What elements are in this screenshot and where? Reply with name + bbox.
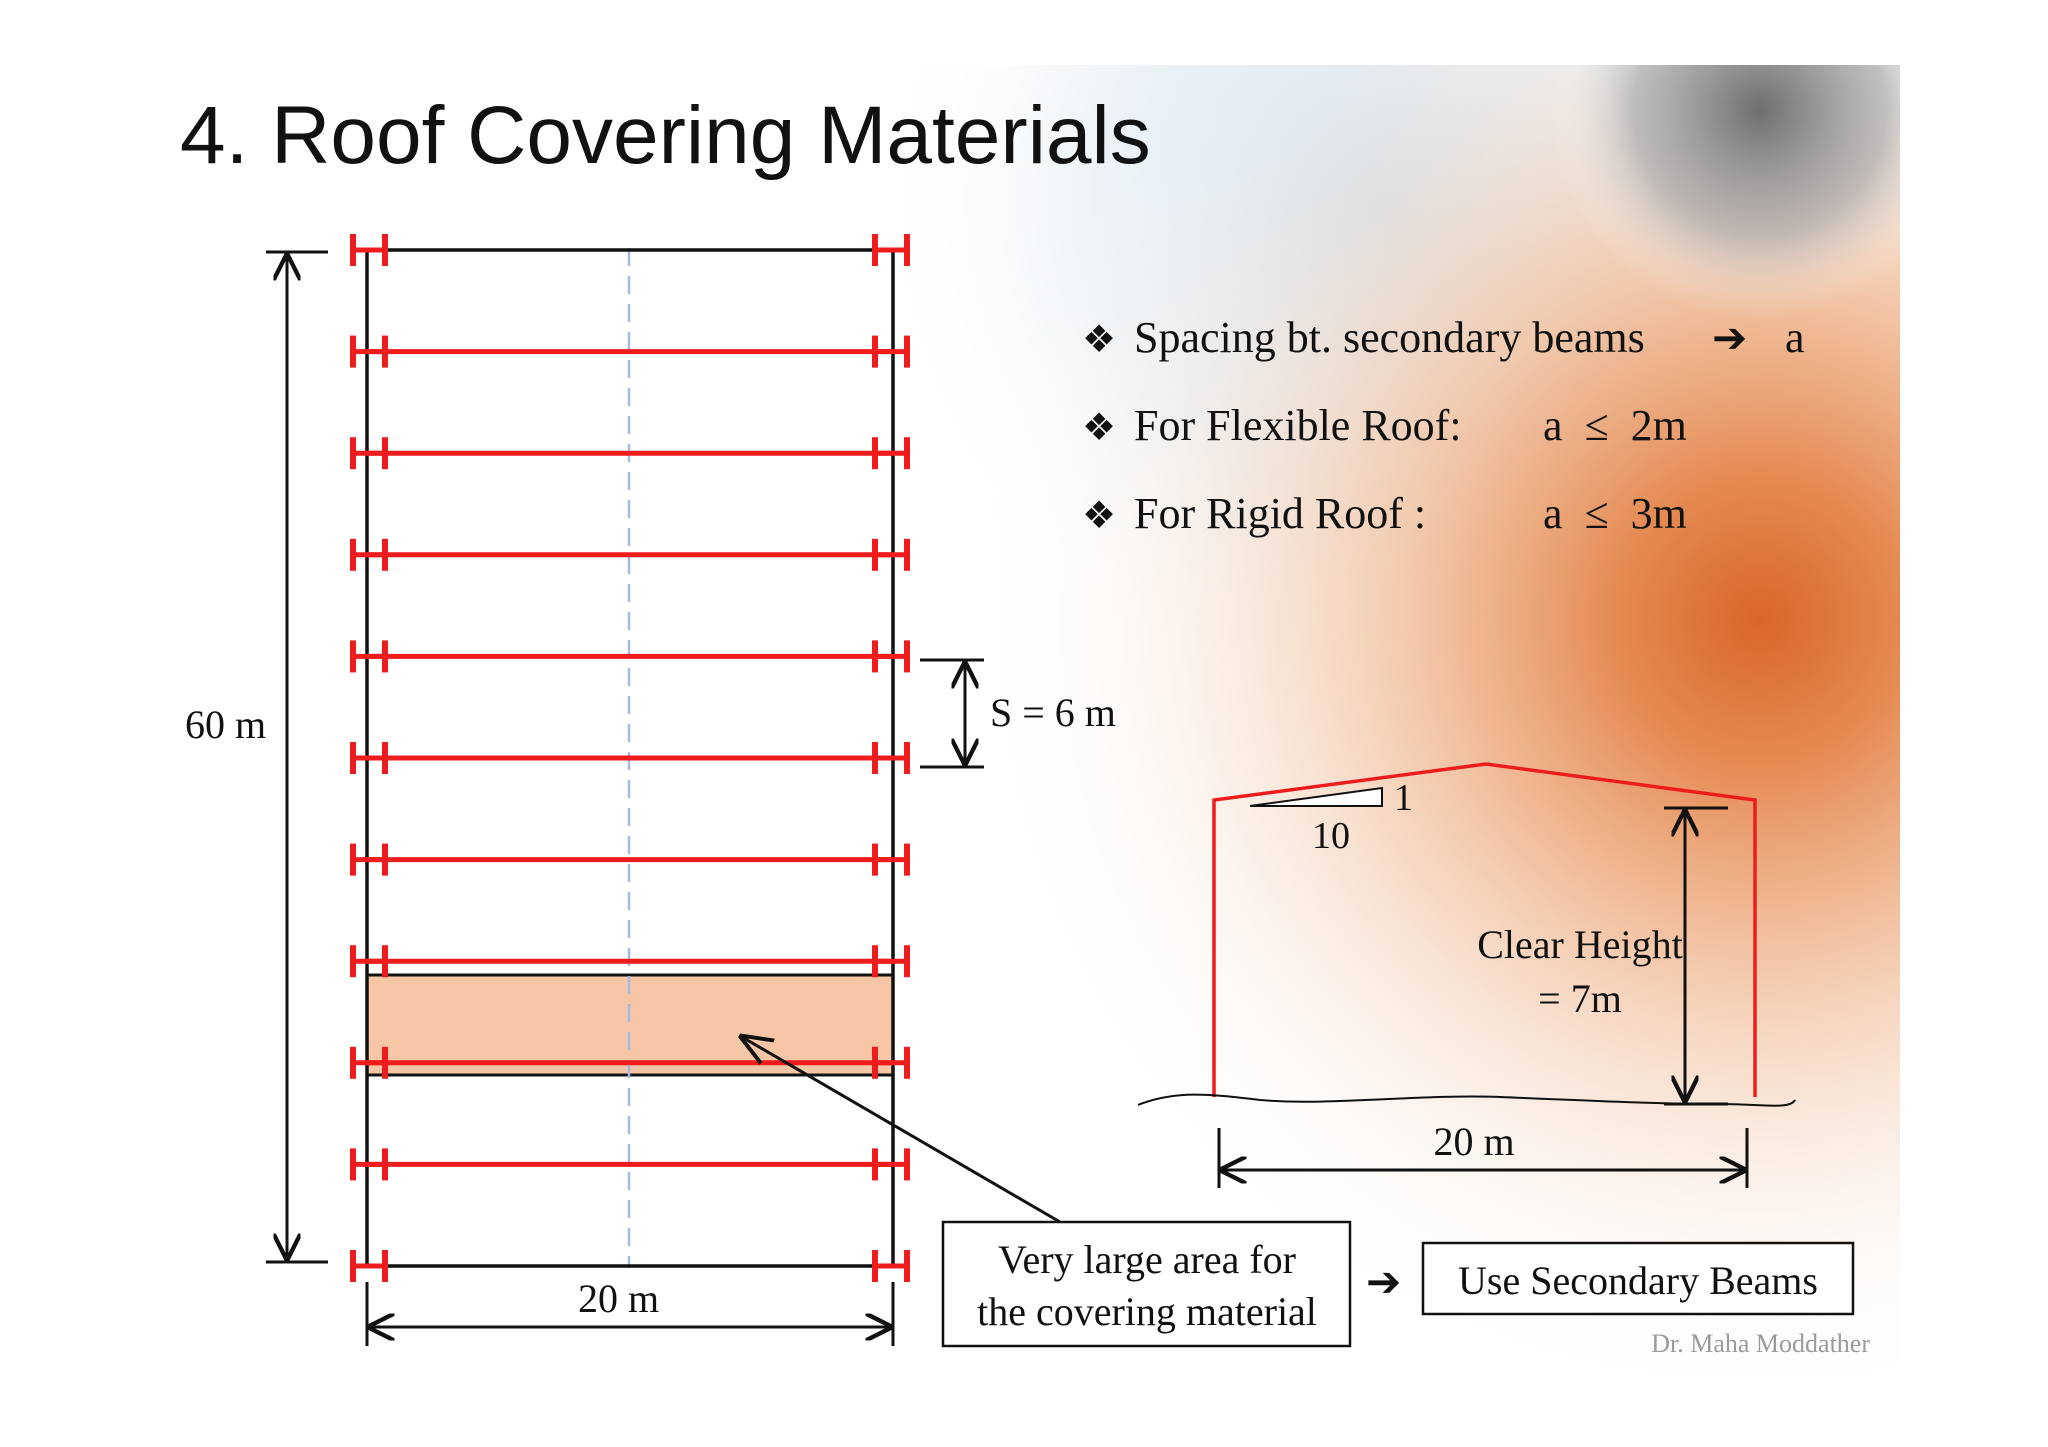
- plan-width-label: 20 m: [578, 1276, 659, 1321]
- ground-line: [1137, 1093, 1796, 1107]
- spacing-dimension: S = 6 m: [920, 658, 1116, 769]
- bullet-icon: ❖: [1082, 319, 1116, 361]
- span-label: 20 m: [1433, 1119, 1514, 1164]
- main-beam: [350, 335, 910, 368]
- callout-leader: [742, 1037, 1061, 1224]
- height-dimension: 60 m: [185, 250, 328, 1264]
- slope-triangle: [1249, 786, 1383, 807]
- bullet-flexible-label: For Flexible Roof:: [1134, 401, 1462, 450]
- main-beam: [350, 1250, 910, 1282]
- bullet-arrow-icon: ➔: [1712, 316, 1747, 362]
- bullet-spacing-value: a: [1785, 313, 1805, 362]
- main-beam: [350, 1046, 910, 1079]
- main-beam: [350, 640, 910, 673]
- result-label: Use Secondary Beams: [1458, 1258, 1818, 1303]
- plan-width-dimension: 20 m: [365, 1276, 895, 1346]
- result-arrow-icon: ➔: [1366, 1260, 1401, 1306]
- main-beam: [350, 1148, 910, 1181]
- roof-plan: [350, 234, 910, 1282]
- portal-frame: [1212, 762, 1757, 1097]
- main-beam: [350, 234, 910, 266]
- slope-run-label: 10: [1312, 815, 1350, 857]
- callout-line2: the covering material: [977, 1289, 1317, 1334]
- main-beam: [350, 843, 910, 876]
- clear-height-value: = 7m: [1538, 976, 1622, 1021]
- slope-rise-label: 1: [1394, 777, 1413, 819]
- bullet-flexible-value: a ≤ 2m: [1543, 401, 1687, 450]
- height-label: 60 m: [185, 702, 266, 747]
- background-art: [0, 65, 2048, 1447]
- bullet-spacing-label: Spacing bt. secondary beams: [1134, 313, 1645, 362]
- bullet-list: ❖ Spacing bt. secondary beams ➔ a ❖ For …: [1082, 313, 1805, 538]
- main-beams: [350, 234, 910, 1282]
- footer-author: Dr. Maha Moddather: [1651, 1329, 1870, 1358]
- result-box: [1421, 1241, 1855, 1316]
- clear-height-label: Clear Height: [1477, 922, 1683, 967]
- callout-line1: Very large area for: [998, 1237, 1296, 1282]
- portal-frame-section: 1 10 Clear Height = 7m 20 m: [1137, 762, 1796, 1188]
- main-beam: [350, 538, 910, 571]
- main-beam: [350, 742, 910, 774]
- bullet-icon: ❖: [1082, 495, 1116, 537]
- callout-box: [941, 1220, 1352, 1348]
- callout: Very large area for the covering materia…: [742, 1037, 1855, 1348]
- page-title: 4. Roof Covering Materials: [180, 90, 1151, 181]
- bullet-rigid-label: For Rigid Roof :: [1134, 489, 1426, 538]
- main-beam: [350, 945, 910, 978]
- bullet-icon: ❖: [1082, 407, 1116, 449]
- spacing-label: S = 6 m: [990, 690, 1116, 735]
- main-beam: [350, 437, 910, 470]
- bullet-rigid-value: a ≤ 3m: [1543, 489, 1687, 538]
